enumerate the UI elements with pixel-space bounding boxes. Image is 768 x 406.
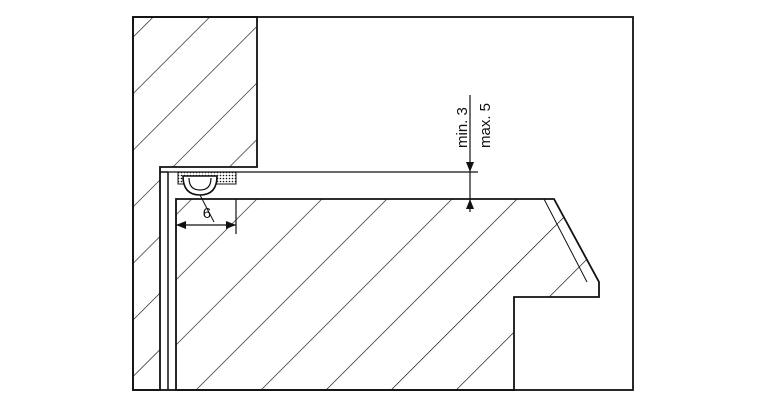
dimension-arrow-icon (466, 199, 474, 209)
rubber-seal-profile-icon (177, 171, 237, 196)
door-leaf-section (175, 198, 600, 391)
gap-dimension (466, 95, 474, 212)
door-edge-line (543, 198, 588, 283)
gap-max-label: max. 5 (477, 103, 494, 148)
overlap-label: 9 (203, 204, 211, 221)
dimension-arrow-icon (466, 162, 474, 172)
dimension-arrow-icon (226, 221, 236, 229)
overlap-dimension (175, 194, 237, 234)
dimension-arrow-icon (176, 221, 186, 229)
frame-section (132, 16, 258, 391)
gap-min-label: min. 3 (454, 107, 471, 148)
